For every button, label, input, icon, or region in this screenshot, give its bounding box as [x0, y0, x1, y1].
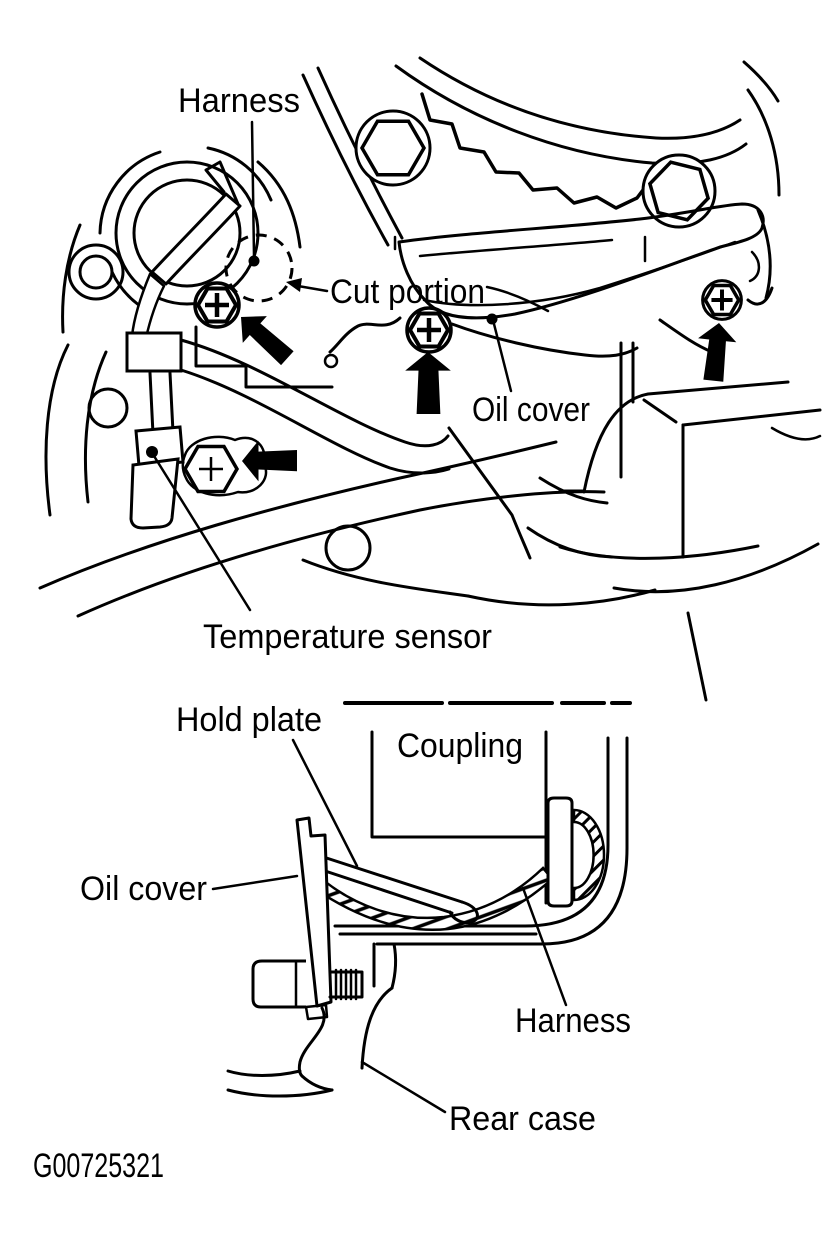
- figure-code: G00725321: [33, 1147, 164, 1185]
- bottom-figure: Hold plate Coupling Oil cover Harness Re…: [80, 701, 632, 1138]
- label-harness-bottom: Harness: [515, 1002, 631, 1040]
- engine-case-arcs: [38, 223, 606, 618]
- leader-lines-bottom: [211, 738, 568, 1114]
- label-coupling: Coupling: [397, 727, 523, 765]
- cut-portion-dashed-circle: [224, 233, 294, 303]
- label-temperature-sensor: Temperature sensor: [203, 618, 492, 656]
- label-hold-plate: Hold plate: [176, 701, 322, 739]
- label-harness-top: Harness: [178, 82, 300, 120]
- phillips-bolt-icon: [195, 283, 239, 327]
- harness-coil: [98, 146, 302, 340]
- hex-bolt-icon: [182, 444, 240, 494]
- gear: [301, 56, 781, 300]
- temperature-sensor: [125, 331, 185, 530]
- coupling-plate-and-bearing: [546, 796, 606, 908]
- top-figure: Harness Cut portion Oil cover Temperatur…: [38, 56, 822, 702]
- label-rear-case: Rear case: [449, 1100, 596, 1138]
- case-contours: [179, 316, 822, 702]
- label-oil-cover-bottom: Oil cover: [80, 870, 207, 908]
- phillips-bolt-icon: [407, 308, 451, 352]
- label-cut-portion: Cut portion: [330, 273, 485, 311]
- cover-bolts: [182, 278, 744, 494]
- bolt-side-view: [251, 959, 364, 1009]
- leader-lines-top: [152, 120, 513, 612]
- plate-foot-step: [304, 1003, 329, 1021]
- solid-arrow-icon: [242, 440, 297, 482]
- retainer-plate: [546, 796, 574, 908]
- phillips-bolt-icon: [700, 278, 744, 322]
- hex-bolt-top: [354, 109, 432, 251]
- solid-arrow-icon: [693, 320, 739, 383]
- label-oil-cover-top: Oil cover: [472, 391, 590, 429]
- rear-case-section: [226, 736, 629, 1098]
- transmission-case-corner: [558, 380, 822, 559]
- harness-tube: [150, 192, 242, 286]
- solid-arrow-icon: [405, 352, 451, 414]
- bearing-hatched: [572, 808, 606, 902]
